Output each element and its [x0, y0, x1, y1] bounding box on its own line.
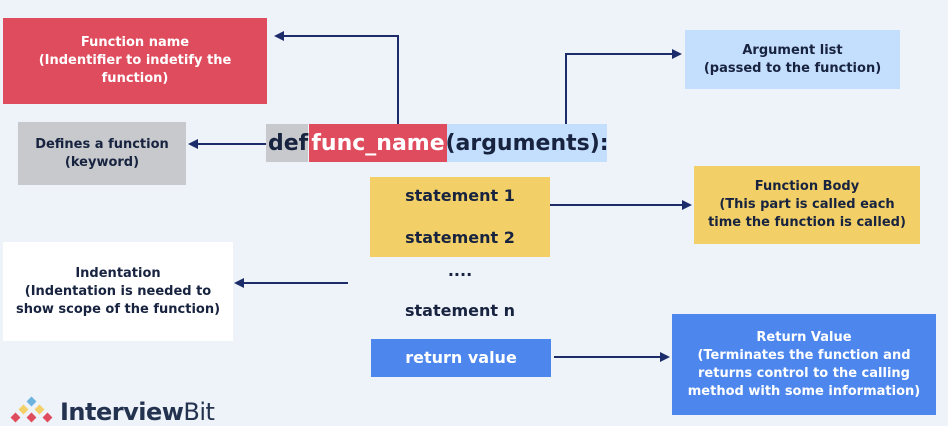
function-name-label: Function name (Indentifier to indetify t…	[3, 18, 267, 104]
statement-ellipsis: ....	[447, 260, 473, 280]
return-value-title: Return Value	[756, 329, 852, 345]
argument-list-detail: (passed to the function)	[703, 60, 882, 76]
function-body-block	[370, 177, 550, 257]
logo-text-bit: Bit	[183, 398, 215, 426]
logo-text-interview: Interview	[60, 398, 184, 426]
argument-list-label: Argument list (passed to the function)	[685, 30, 900, 89]
argument-list-title: Argument list	[742, 42, 843, 58]
function-name-title: Function name	[80, 35, 190, 50]
defines-function-detail: (keyword)	[64, 154, 140, 170]
arguments-token: (arguments):	[445, 124, 609, 162]
statement-2: statement 2	[405, 227, 515, 247]
return-value-token: return value	[371, 339, 551, 377]
function-name-detail: (Indentifier to indetify the function)	[38, 53, 232, 86]
defines-function-title: Defines a function	[35, 136, 169, 152]
return-value-label: Return Value (Terminates the function an…	[672, 314, 936, 415]
logo-text: InterviewBit	[60, 398, 215, 426]
return-value-detail: (Terminates the function and returns con…	[687, 347, 921, 399]
func-name-token: func_name	[309, 124, 447, 162]
function-body-title: Function Body	[754, 179, 860, 194]
defines-function-label: Defines a function (keyword)	[18, 122, 186, 185]
statement-n: statement n	[405, 300, 515, 320]
arrow-to-argument-list	[565, 49, 682, 124]
function-body-detail: (This part is called each time the funct…	[708, 197, 906, 230]
function-body-label: Function Body (This part is called each …	[694, 166, 920, 244]
arrow-to-function-name	[274, 31, 399, 124]
interviewbit-logo-icon	[10, 396, 53, 423]
indentation-title: Indentation	[75, 265, 161, 281]
def-keyword: def	[266, 124, 308, 162]
indentation-detail: (Indentation is needed to show scope of …	[15, 283, 221, 317]
statement-1: statement 1	[405, 185, 515, 205]
indentation-label: Indentation (Indentation is needed to sh…	[3, 242, 233, 341]
